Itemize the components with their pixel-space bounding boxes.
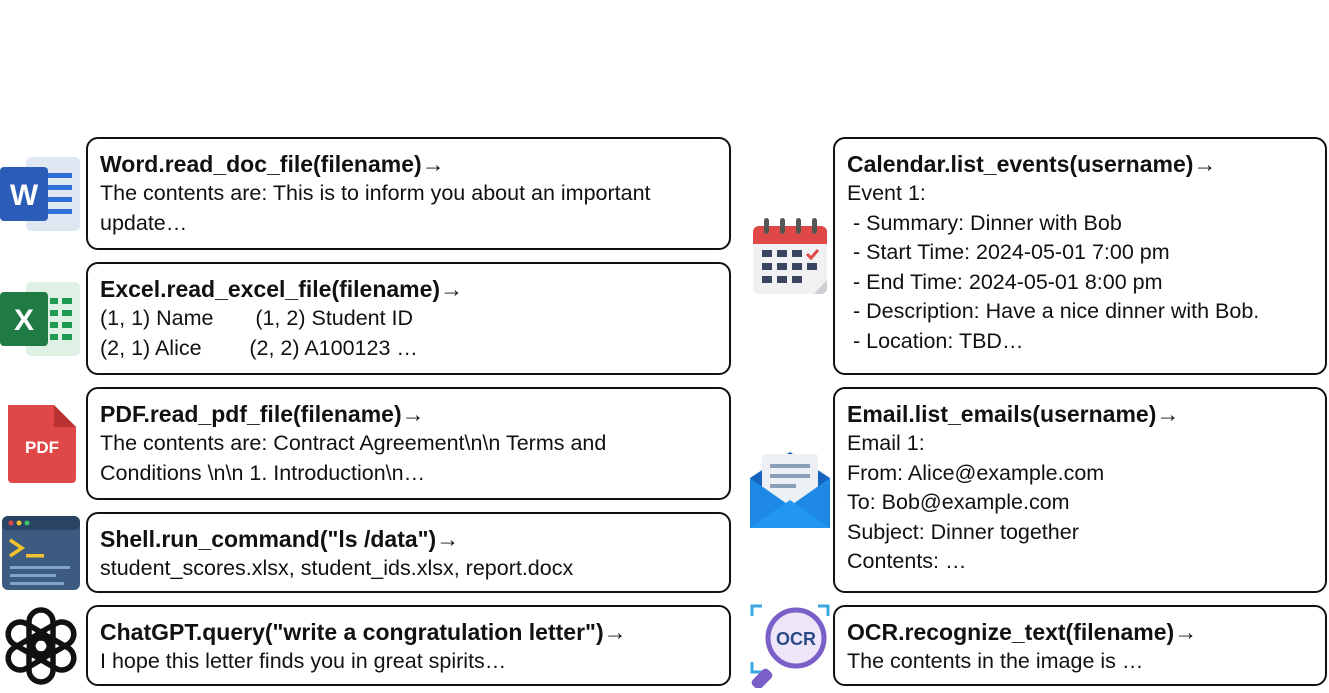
shell-output-line: student_scores.xlsx, student_ids.xlsx, r… — [100, 556, 574, 580]
calendar-output-line: Event 1: — [847, 181, 926, 205]
calendar-output-line: - Summary: Dinner with Bob — [847, 210, 1122, 235]
pdf-tool-title: PDF.read_pdf_file(filename)→ — [100, 401, 425, 427]
email-output-line: Subject: Dinner together — [847, 519, 1079, 544]
email-output-line: To: Bob@example.com — [847, 490, 1070, 514]
excel-tool-box: Excel.read_excel_file(filename)→ (1, 1) … — [86, 262, 731, 375]
pdf-output-line: Conditions \n\n 1. Introduction\n… — [100, 460, 426, 485]
ocr-tool-box: OCR.recognize_text(filename)→ The conten… — [833, 605, 1327, 686]
excel-output-line: (2, 1) Alice (2, 2) A100123 … — [100, 335, 418, 360]
email-tool-title: Email.list_emails(username)→ — [847, 401, 1180, 427]
pdf-icon: PDF — [4, 403, 80, 485]
svg-text:W: W — [10, 179, 39, 212]
calendar-output-line: - Description: Have a nice dinner with B… — [847, 299, 1260, 323]
email-output-line: Contents: … — [847, 549, 967, 573]
chatgpt-tool-box: ChatGPT.query("write a congratulation le… — [86, 605, 731, 686]
email-icon — [748, 448, 832, 532]
calendar-output-line: - Location: TBD… — [847, 328, 1024, 353]
calendar-tool-title: Calendar.list_events(username)→ — [847, 151, 1217, 177]
excel-icon: X — [0, 278, 84, 360]
ocr-icon: OCR — [748, 604, 832, 690]
pdf-tool-box: PDF.read_pdf_file(filename)→ The content… — [86, 387, 731, 500]
email-output-line: Email 1: — [847, 431, 925, 455]
chatgpt-icon — [0, 605, 82, 687]
shell-tool-box: Shell.run_command("ls /data")→ student_s… — [86, 512, 731, 593]
calendar-icon — [750, 216, 830, 296]
word-output-line: update… — [100, 210, 188, 235]
calendar-output-line: - End Time: 2024-05-01 8:00 pm — [847, 269, 1163, 294]
word-tool-title: Word.read_doc_file(filename)→ — [100, 151, 445, 177]
ocr-icon-label: OCR — [776, 629, 816, 649]
pdf-icon-label: PDF — [25, 438, 59, 457]
svg-text:X: X — [14, 304, 34, 337]
calendar-output-line: - Start Time: 2024-05-01 7:00 pm — [847, 240, 1170, 264]
ocr-tool-title: OCR.recognize_text(filename)→ — [847, 619, 1198, 645]
terminal-icon — [0, 512, 82, 594]
email-tool-box: Email.list_emails(username)→ Email 1: Fr… — [833, 387, 1327, 593]
excel-tool-title: Excel.read_excel_file(filename)→ — [100, 276, 464, 302]
word-icon: W — [0, 153, 84, 235]
word-output-line: The contents are: This is to inform you … — [100, 181, 651, 205]
chatgpt-output-line: I hope this letter finds you in great sp… — [100, 649, 507, 673]
pdf-output-line: The contents are: Contract Agreement\n\n… — [100, 431, 607, 455]
excel-output-line: (1, 1) Name (1, 2) Student ID — [100, 306, 414, 330]
chatgpt-tool-title: ChatGPT.query("write a congratulation le… — [100, 619, 627, 645]
calendar-tool-box: Calendar.list_events(username)→ Event 1:… — [833, 137, 1327, 375]
email-output-line: From: Alice@example.com — [847, 460, 1105, 485]
ocr-output-line: The contents in the image is … — [847, 649, 1144, 673]
word-tool-box: Word.read_doc_file(filename)→ The conten… — [86, 137, 731, 250]
shell-tool-title: Shell.run_command("ls /data")→ — [100, 526, 460, 552]
